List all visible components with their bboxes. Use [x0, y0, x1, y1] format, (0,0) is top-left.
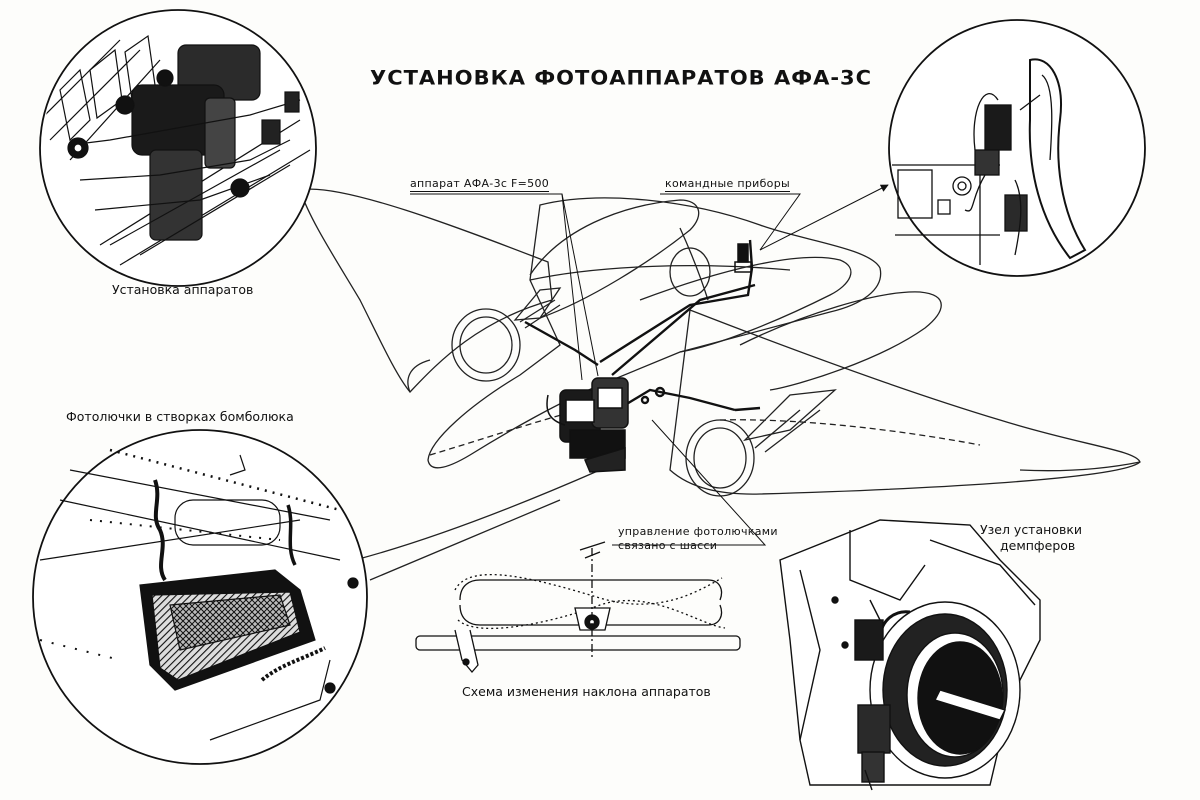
inset-bomb-bay-hatches: [32, 429, 368, 765]
hatch-control-label-line2: связано с шасси: [618, 539, 718, 552]
leader-lines: [410, 184, 889, 546]
camera-label: аппарат АФА-3с F=500: [410, 177, 550, 192]
control-cable-route: [524, 239, 761, 412]
tilt-change-scheme: [415, 541, 741, 674]
inset-command-instruments: [888, 19, 1146, 277]
afa-3s-camera-pair: [546, 377, 629, 473]
inset-hatches-caption: Фотолючки в створках бомболюка: [66, 409, 294, 424]
command-instruments-label: командные приборы: [665, 177, 790, 192]
damper-caption-line1: Узел установки: [980, 522, 1082, 537]
damper-caption-line2: демпферов: [1000, 538, 1076, 553]
inset-damper-unit: [779, 519, 1041, 791]
tilt-scheme-caption: Схема изменения наклона аппаратов: [462, 684, 711, 699]
hatch-control-label-line1: управление фотолючками: [618, 525, 778, 538]
inset-installation-caption: Установка аппаратов: [112, 282, 254, 297]
aircraft-outline: [299, 188, 1141, 581]
inset-camera-installation: [39, 9, 317, 287]
command-instruments: [734, 243, 752, 273]
page-title: УСТАНОВКА ФОТОАППАРАТОВ АФА-3С: [370, 66, 873, 90]
